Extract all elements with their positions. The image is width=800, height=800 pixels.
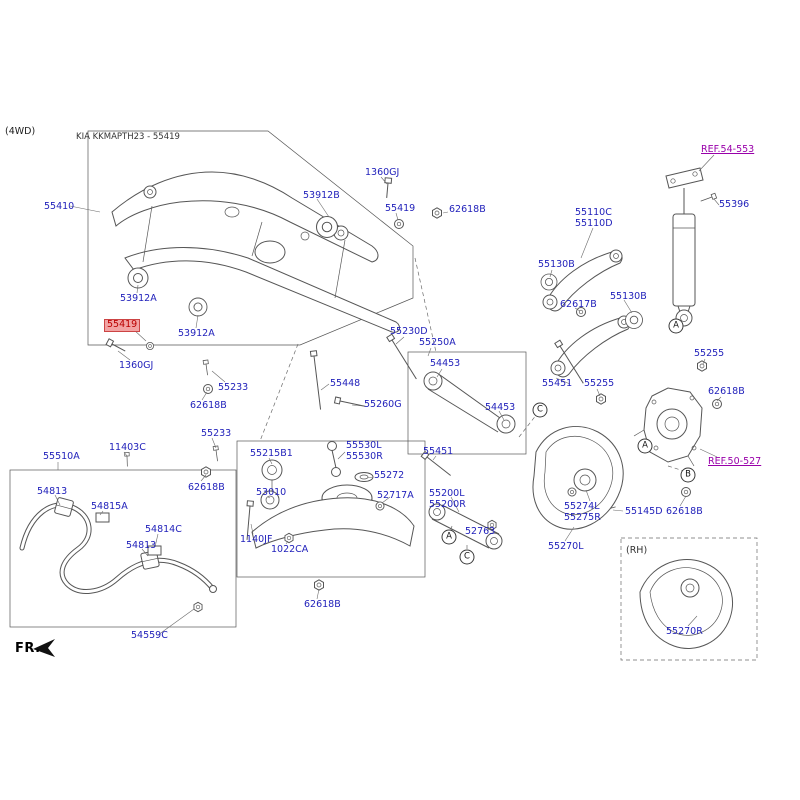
- part-number-label[interactable]: 55274L 55275R: [564, 501, 601, 523]
- part-number-label[interactable]: 62618B: [666, 506, 703, 517]
- part-number-label[interactable]: 54559C: [131, 630, 168, 641]
- knuckle-drawing: [633, 387, 703, 467]
- part-number-label[interactable]: 11403C: [109, 442, 146, 453]
- part-number-label[interactable]: 55270L: [548, 541, 584, 552]
- bolt-55260G: [333, 396, 366, 407]
- part-number-label[interactable]: 55419: [385, 203, 416, 214]
- part-number-label[interactable]: 54813: [126, 540, 157, 551]
- subframe-drawing: [111, 171, 400, 333]
- ref-link-label[interactable]: REF.54-553: [701, 144, 755, 155]
- part-number-label[interactable]: 55145D: [625, 506, 663, 517]
- part-number-label[interactable]: 55451: [423, 446, 454, 457]
- lower-arm-box: [236, 440, 426, 578]
- part-number-label[interactable]: 55110C 55110D: [575, 207, 613, 229]
- part-number-label[interactable]: 54453: [430, 358, 461, 369]
- part-number-label[interactable]: 55272: [374, 470, 405, 481]
- part-number-label[interactable]: 55255: [584, 378, 615, 389]
- part-number-label[interactable]: 55448: [330, 378, 361, 389]
- part-number-label[interactable]: 55396: [719, 199, 750, 210]
- part-number-label[interactable]: 55255: [694, 348, 725, 359]
- dashed-lines: [259, 257, 685, 553]
- part-number-label[interactable]: 55510A: [43, 451, 80, 462]
- part-number-label[interactable]: 55530L 55530R: [346, 440, 383, 462]
- part-number-label[interactable]: 55410: [44, 201, 75, 212]
- part-number-label[interactable]: 55233: [201, 428, 232, 439]
- part-number-label[interactable]: 52717A: [377, 490, 414, 501]
- part-number-label[interactable]: 62618B: [449, 204, 486, 215]
- part-number-label[interactable]: 55130B: [610, 291, 647, 302]
- callout-marker: A: [668, 318, 684, 334]
- fr-direction-arrow-icon: [33, 639, 55, 657]
- callout-marker: C: [532, 402, 548, 418]
- frame-code-label: KIA KKMAPTH23 - 55419: [76, 132, 180, 142]
- part-number-label[interactable]: 53912A: [120, 293, 157, 304]
- stabilizer-bar-drawing: [19, 497, 217, 594]
- part-number-label[interactable]: 55130B: [538, 259, 575, 270]
- bolt-55451-lower: [420, 450, 451, 476]
- lateral-arm-drawing: [428, 503, 503, 550]
- part-number-label[interactable]: 53010: [256, 487, 287, 498]
- part-number-label[interactable]: 1360GJ: [119, 360, 154, 371]
- assist-arm-box: [407, 351, 527, 455]
- part-number-label[interactable]: 55233: [218, 382, 249, 393]
- bolt-55230D: [386, 333, 417, 380]
- rh-arm-box: [620, 537, 758, 661]
- part-number-label[interactable]: 1360GJ: [365, 167, 400, 178]
- part-number-label[interactable]: 55270R: [666, 626, 703, 637]
- selected-part-label[interactable]: 55419: [103, 319, 141, 332]
- part-number-label[interactable]: 55230D: [390, 326, 428, 337]
- part-number-label[interactable]: 55250A: [419, 337, 456, 348]
- part-number-label[interactable]: 55200L 55200R: [429, 488, 466, 510]
- rh-side-label: (RH): [626, 545, 648, 556]
- trailing-arm-left-drawing: [532, 426, 624, 530]
- callout-marker: C: [459, 549, 475, 565]
- part-number-label[interactable]: 54453: [485, 402, 516, 413]
- part-number-label[interactable]: 62618B: [708, 386, 745, 397]
- part-number-label[interactable]: 54813: [37, 486, 68, 497]
- shock-absorber-drawing: [665, 167, 704, 327]
- part-number-label[interactable]: 55260G: [364, 399, 402, 410]
- part-number-label[interactable]: 53912B: [303, 190, 340, 201]
- bolt-55451-upper: [554, 339, 584, 384]
- part-number-label[interactable]: 1022CA: [271, 544, 309, 555]
- stabilizer-box: [9, 469, 237, 628]
- part-number-label[interactable]: 54814C: [145, 524, 182, 535]
- subframe-box: [87, 130, 414, 346]
- leader-lines: [54, 154, 722, 636]
- part-number-label[interactable]: 54815A: [91, 501, 128, 512]
- drivetrain-label: (4WD): [5, 126, 36, 137]
- part-number-label[interactable]: 62618B: [190, 400, 227, 411]
- bolt-55448: [309, 350, 322, 410]
- part-number-label[interactable]: 55451: [542, 378, 573, 389]
- trailing-arm-right-drawing: [639, 559, 733, 649]
- callout-marker: A: [441, 529, 457, 545]
- callout-marker: B: [680, 467, 696, 483]
- part-number-label[interactable]: 52763: [465, 526, 496, 537]
- part-number-label[interactable]: 62618B: [304, 599, 341, 610]
- fr-label: FR.: [15, 641, 41, 656]
- part-number-label[interactable]: 1140JF: [240, 534, 273, 545]
- ref-link-label[interactable]: REF.50-527: [708, 456, 762, 467]
- bolt-1140JF: [246, 500, 254, 540]
- part-number-label[interactable]: 55215B1: [250, 448, 293, 459]
- part-number-label[interactable]: 62617B: [560, 299, 597, 310]
- upper-arm-drawing: [542, 249, 631, 378]
- callout-marker: A: [637, 438, 653, 454]
- part-number-label[interactable]: 62618B: [188, 482, 225, 493]
- part-number-label[interactable]: 53912A: [178, 328, 215, 339]
